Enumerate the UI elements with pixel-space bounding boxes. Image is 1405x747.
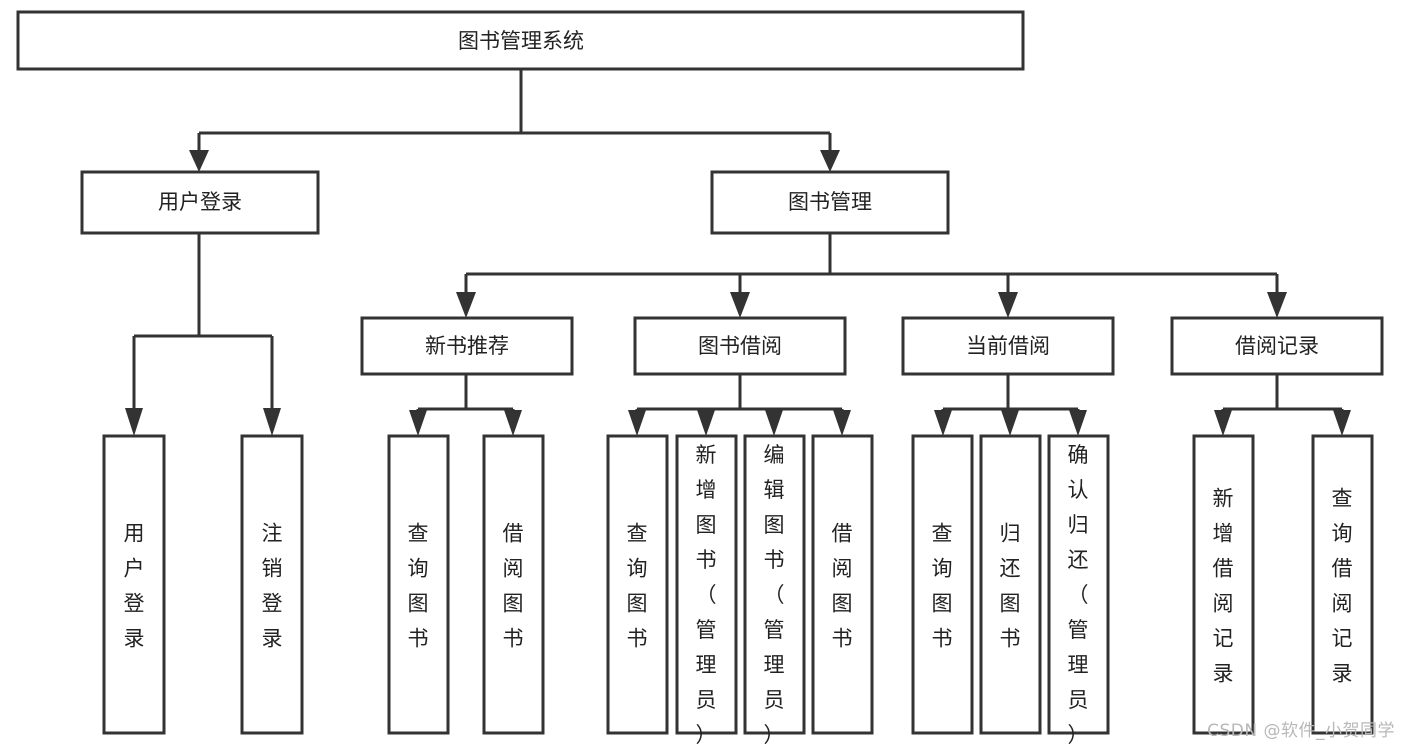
arrow-head-borrow [730, 292, 750, 318]
node-records-box[interactable] [1170, 316, 1384, 376]
node-leaf-records-add[interactable]: 新增借阅记录 [1192, 434, 1255, 735]
node-borrow-label: 图书借阅 [698, 334, 782, 358]
node-login-label: 用户登录 [158, 190, 242, 214]
arrow-head-leaf-records-add [1214, 410, 1232, 436]
node-leaf-user-logout-box[interactable] [240, 434, 304, 735]
node-leaf-current-confirm-label: 确认归还（管理员） [1068, 443, 1089, 747]
node-leaf-records-query-label: 查询借阅记录 [1332, 487, 1353, 686]
node-root[interactable]: 图书管理系统 [16, 10, 1025, 71]
node-leaf-borrow-add-label: 新增图书（管理员） [696, 443, 717, 747]
node-leaf-newbook-query[interactable]: 查询图书 [387, 434, 450, 735]
node-bookmgmt-label: 图书管理 [788, 190, 872, 214]
node-root-box[interactable] [16, 10, 1025, 71]
node-records[interactable]: 借阅记录 [1170, 316, 1384, 376]
node-leaf-records-query-box[interactable] [1311, 434, 1374, 735]
arrow-head-records [1267, 292, 1287, 318]
node-leaf-borrow-query-box[interactable] [606, 434, 669, 735]
node-leaf-borrow-add-box[interactable] [675, 434, 738, 735]
arrow-head-leaf-current-confirm [1069, 410, 1087, 436]
node-leaf-records-query[interactable]: 查询借阅记录 [1311, 434, 1374, 735]
node-leaf-current-query-box[interactable] [911, 434, 974, 735]
node-leaf-current-query[interactable]: 查询图书 [911, 434, 974, 735]
node-leaf-current-return-box[interactable] [979, 434, 1042, 735]
arrow-head-login [189, 150, 209, 172]
arrow-head-leaf-user-login [125, 408, 143, 436]
node-leaf-records-add-label: 新增借阅记录 [1213, 487, 1234, 686]
connector-layer [125, 69, 1351, 436]
arrow-head-leaf-borrow-edit [765, 410, 783, 436]
node-leaf-borrow-loan-label: 借阅图书 [832, 522, 853, 651]
node-leaf-current-return-label: 归还图书 [1000, 522, 1021, 651]
node-bookmgmt[interactable]: 图书管理 [710, 170, 950, 235]
node-leaf-borrow-add[interactable]: 新增图书（管理员） [675, 434, 738, 747]
node-current-label: 当前借阅 [966, 334, 1050, 358]
arrow-head-bookmgmt [820, 150, 840, 172]
node-leaf-user-logout-label: 注销登录 [262, 522, 283, 651]
arrow-head-leaf-current-return [1001, 410, 1019, 436]
node-leaf-current-return[interactable]: 归还图书 [979, 434, 1042, 735]
node-leaf-newbook-borrow-box[interactable] [482, 434, 545, 735]
node-root-label: 图书管理系统 [458, 29, 584, 53]
node-records-label: 借阅记录 [1235, 334, 1319, 358]
node-bookmgmt-box[interactable] [710, 170, 950, 235]
node-leaf-borrow-edit-box[interactable] [743, 434, 806, 735]
node-leaf-current-confirm-box[interactable] [1047, 434, 1110, 735]
arrow-head-leaf-borrow-loan [833, 410, 851, 436]
node-login-box[interactable] [80, 170, 320, 235]
node-newbook[interactable]: 新书推荐 [360, 316, 574, 376]
node-leaf-borrow-query-label: 查询图书 [627, 522, 648, 651]
node-leaf-user-logout[interactable]: 注销登录 [240, 434, 304, 735]
node-borrow-box[interactable] [633, 316, 847, 376]
arrow-head-leaf-newbook-borrow [504, 410, 522, 436]
node-leaf-borrow-loan[interactable]: 借阅图书 [811, 434, 874, 735]
node-leaf-current-query-label: 查询图书 [932, 522, 953, 651]
node-current[interactable]: 当前借阅 [901, 316, 1115, 376]
node-leaf-borrow-loan-box[interactable] [811, 434, 874, 735]
node-leaf-borrow-edit[interactable]: 编辑图书（管理员） [743, 434, 806, 747]
arrow-head-leaf-borrow-add [697, 410, 715, 436]
node-leaf-user-login-box[interactable] [102, 434, 166, 735]
node-leaf-borrow-query[interactable]: 查询图书 [606, 434, 669, 735]
arrow-head-leaf-current-query [934, 410, 952, 436]
arrow-head-leaf-newbook-query [409, 410, 427, 436]
arrow-head-leaf-user-logout [263, 408, 281, 436]
node-leaf-user-login[interactable]: 用户登录 [102, 434, 166, 735]
node-current-box[interactable] [901, 316, 1115, 376]
arrow-head-leaf-borrow-query [628, 410, 646, 436]
node-leaf-current-confirm[interactable]: 确认归还（管理员） [1047, 434, 1110, 747]
node-login[interactable]: 用户登录 [80, 170, 320, 235]
node-newbook-label: 新书推荐 [425, 334, 509, 358]
node-newbook-box[interactable] [360, 316, 574, 376]
node-leaf-newbook-query-box[interactable] [387, 434, 450, 735]
node-leaf-records-add-box[interactable] [1192, 434, 1255, 735]
node-leaf-user-login-label: 用户登录 [124, 522, 145, 651]
node-leaf-newbook-query-label: 查询图书 [408, 522, 429, 651]
arrow-head-newbook [456, 292, 476, 318]
csdn-watermark: CSDN @软件_小贺同学 [1207, 721, 1395, 741]
arrow-head-current [998, 292, 1018, 318]
node-leaf-newbook-borrow-label: 借阅图书 [503, 522, 524, 651]
node-leaf-borrow-edit-label: 编辑图书（管理员） [764, 443, 785, 747]
arrow-head-leaf-records-query [1333, 410, 1351, 436]
node-leaf-newbook-borrow[interactable]: 借阅图书 [482, 434, 545, 735]
node-borrow[interactable]: 图书借阅 [633, 316, 847, 376]
